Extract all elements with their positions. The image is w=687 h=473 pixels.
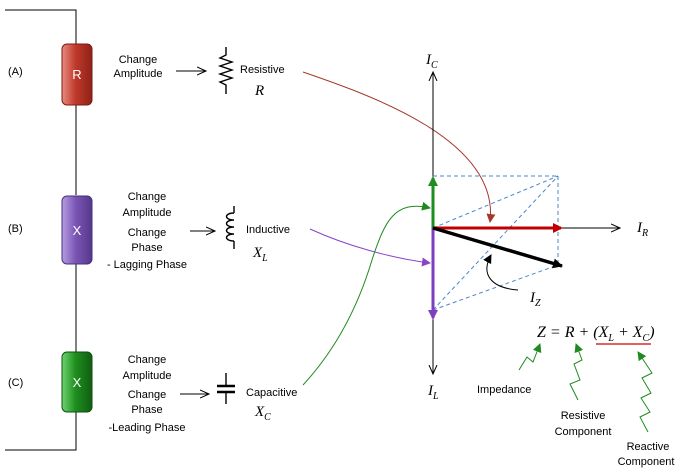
svg-text:Amplitude: Amplitude: [123, 207, 172, 219]
row-a-action: Change Amplitude: [114, 54, 163, 80]
resistor-block: [61, 43, 93, 106]
il-label: IL: [427, 383, 439, 402]
svg-text:Change: Change: [119, 54, 158, 66]
impedance-annotation: Impedance: [477, 384, 531, 396]
capacitive-reactance-symbol: XC: [254, 404, 271, 423]
svg-text:Phase: Phase: [131, 242, 162, 254]
svg-text:Component: Component: [555, 426, 612, 438]
svg-text:Change: Change: [128, 191, 167, 203]
svg-text:Phase: Phase: [131, 404, 162, 416]
svg-text:- Lagging Phase: - Lagging Phase: [107, 259, 187, 271]
capacitor-block-text: X: [73, 375, 82, 390]
dashed-construction: [432, 175, 559, 311]
row-c-label: (C): [8, 377, 23, 389]
ic-label: IC: [425, 52, 438, 71]
resistive-component-annotation: Resistive Component: [555, 410, 612, 438]
svg-text:Change: Change: [128, 354, 167, 366]
circuit-wire-top: [5, 9, 77, 44]
inductor-block-text: X: [73, 223, 82, 238]
inductive-connector-arrow: [309, 228, 431, 267]
resistor-block-text: R: [72, 67, 81, 82]
svg-text:Reactive: Reactive: [627, 441, 670, 453]
capacitor-symbol: [217, 373, 235, 404]
reactive-component-annotation: Reactive Component: [618, 441, 675, 468]
reactive-squiggle-arrow: [637, 351, 653, 433]
svg-text:Change: Change: [128, 389, 167, 401]
ir-label: IR: [636, 220, 648, 239]
circuit-wire-bottom: [5, 412, 77, 451]
resistive-squiggle-arrow: [569, 343, 584, 401]
row-b-label: (B): [8, 223, 23, 235]
iz-pointer-arrow: [483, 254, 519, 291]
row-b-action: Change Amplitude Change Phase - Lagging …: [107, 191, 187, 271]
row-c-action: Change Amplitude Change Phase -Leading P…: [108, 354, 185, 434]
svg-text:Resistive: Resistive: [561, 410, 606, 422]
inductive-reactance-symbol: XL: [252, 245, 268, 264]
resistance-symbol: R: [254, 83, 264, 99]
resistive-label: Resistive: [240, 64, 285, 76]
impedance-equation: Z = R + (XL + XC): [537, 324, 655, 344]
svg-text:Amplitude: Amplitude: [123, 370, 172, 382]
svg-text:Component: Component: [618, 456, 675, 468]
inductive-label: Inductive: [246, 224, 290, 236]
capacitor-block: [61, 351, 93, 413]
inductor-symbol: [225, 206, 235, 249]
inductor-block: [61, 195, 93, 265]
impedance-squiggle-arrow: [518, 343, 542, 371]
iz-label: IZ: [529, 290, 541, 309]
iz-vector: [432, 226, 563, 269]
capacitive-connector-arrow: [302, 201, 431, 386]
svg-text:-Leading Phase: -Leading Phase: [108, 422, 185, 434]
svg-text:Change: Change: [128, 227, 167, 239]
capacitive-label: Capacitive: [246, 387, 297, 399]
svg-text:Amplitude: Amplitude: [114, 68, 163, 80]
row-a-label: (A): [8, 66, 23, 78]
resistor-symbol: [217, 47, 235, 94]
resistive-connector-arrow: [302, 71, 496, 223]
